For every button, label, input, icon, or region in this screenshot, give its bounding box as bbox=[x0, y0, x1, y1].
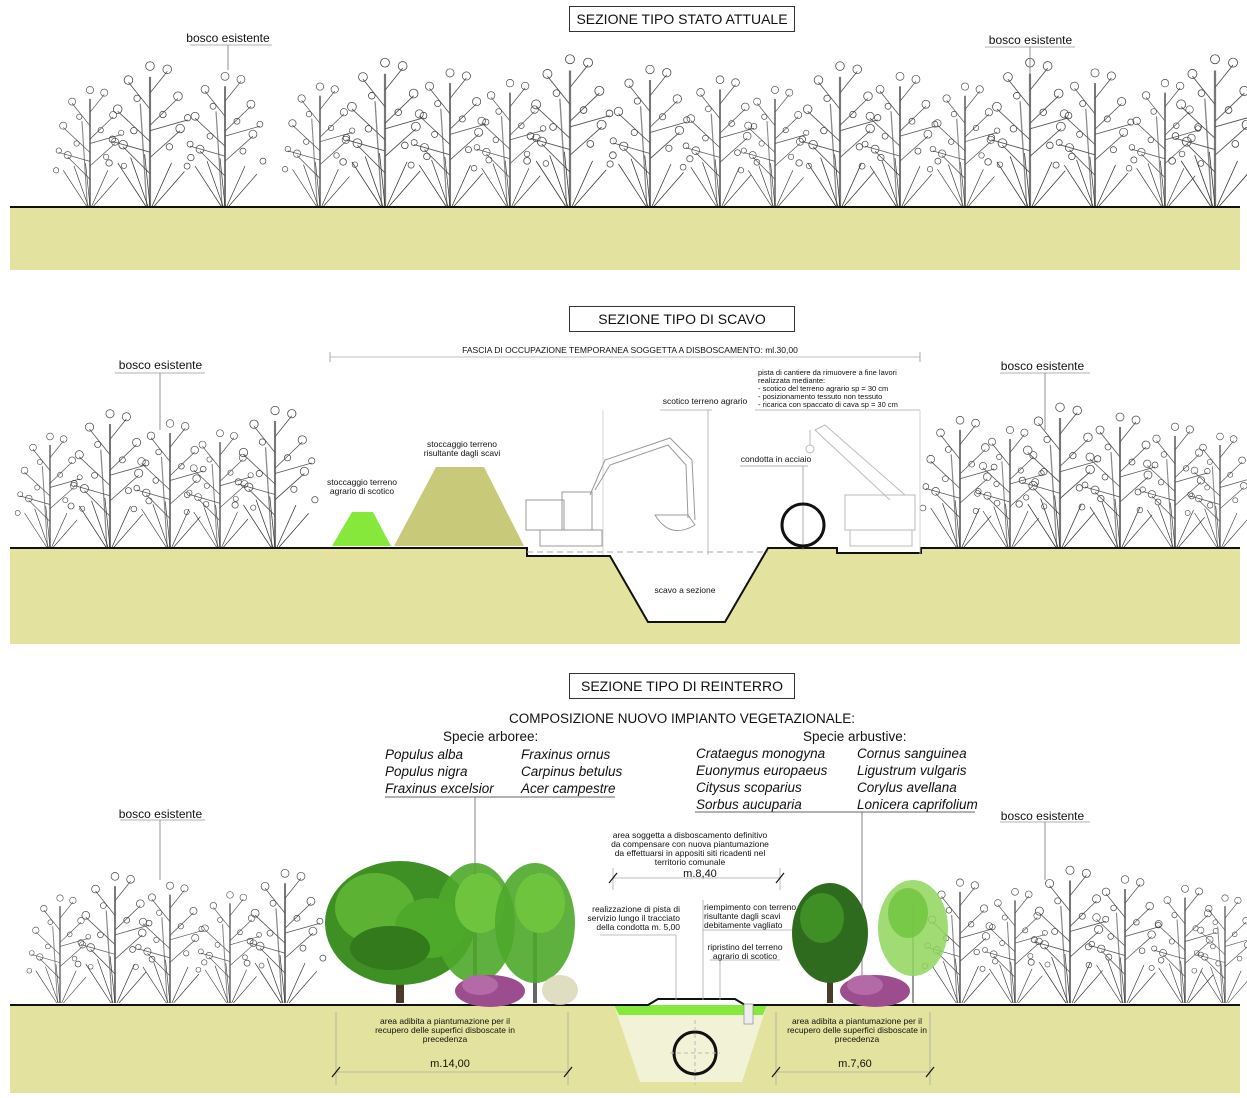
backfill-label: riempimento con terreno risultante dagli… bbox=[704, 902, 797, 930]
temporary-track-label: pista di cantiere da rimuovere a fine la… bbox=[758, 368, 898, 409]
existing-tree bbox=[605, 64, 695, 208]
existing-tree bbox=[794, 60, 886, 208]
existing-tree bbox=[1078, 412, 1162, 548]
crane bbox=[805, 424, 916, 547]
planted-tree-light bbox=[878, 880, 948, 1003]
tree-species-col2: Fraxinus ornus Carpinus betulus Acer cam… bbox=[521, 747, 623, 796]
definitive-clearing-label: area soggetta a disboscamento definitivo… bbox=[611, 830, 769, 867]
existing-tree bbox=[522, 53, 618, 208]
existing-tree bbox=[132, 881, 208, 1004]
existing-tree bbox=[281, 81, 359, 207]
restored-topsoil bbox=[614, 1005, 767, 1015]
section-1-ground bbox=[10, 207, 1240, 270]
existing-tree bbox=[183, 71, 267, 207]
forest-label-left: bosco esistente bbox=[186, 31, 270, 45]
shrub-species-col2: Cornus sanguinea Ligustrum vulgaris Cory… bbox=[857, 746, 978, 812]
excavator bbox=[525, 437, 696, 547]
existing-tree bbox=[979, 887, 1051, 1004]
shrub-species-col1: Crataegus monogyna Euonymus europaeus Ci… bbox=[696, 746, 828, 812]
section-1-title: SEZIONE TIPO STATO ATTUALE bbox=[569, 6, 795, 32]
existing-tree bbox=[74, 871, 156, 1004]
section-3-trees bbox=[26, 865, 1247, 1005]
existing-tree bbox=[407, 67, 493, 208]
planting-area-right-label: area adibita a piantumazione per il recu… bbox=[787, 1016, 927, 1044]
existing-tree bbox=[130, 418, 210, 548]
spoil-heap bbox=[394, 467, 524, 546]
section-2-trees bbox=[14, 401, 1247, 549]
existing-tree bbox=[52, 85, 128, 207]
section-2-title: SEZIONE TIPO DI SCAVO bbox=[569, 306, 795, 332]
shrub-species-header: Specie arbustive: bbox=[803, 729, 907, 744]
existing-tree bbox=[1052, 67, 1138, 208]
forest-label-right: bosco esistente bbox=[988, 33, 1073, 47]
section-2-ground bbox=[10, 548, 1240, 644]
topsoil-stripping-label: scotico terreno agrario bbox=[662, 396, 748, 406]
section-1-trees bbox=[52, 53, 1247, 208]
planting-width-right: m.7,60 bbox=[838, 1058, 872, 1070]
planting-width-left: m.14,00 bbox=[430, 1058, 470, 1070]
topsoil-heap bbox=[332, 512, 391, 546]
existing-tree bbox=[919, 415, 1001, 548]
existing-tree bbox=[1184, 432, 1247, 548]
planted-shrub bbox=[455, 975, 525, 1007]
steel-pipe-label: condotta in acciaio bbox=[740, 454, 812, 464]
steel-pipe bbox=[780, 502, 826, 548]
existing-tree bbox=[243, 868, 327, 1004]
planted-tree-dark bbox=[792, 883, 868, 1003]
existing-tree bbox=[195, 890, 265, 1004]
occupation-band-label: FASCIA DI OCCUPAZIONE TEMPORANEA SOGGETT… bbox=[462, 345, 798, 355]
existing-tree bbox=[1014, 401, 1106, 549]
existing-tree bbox=[1027, 865, 1113, 1005]
forest-label-left: bosco esistente bbox=[118, 807, 203, 821]
forest-label-left: bosco esistente bbox=[118, 358, 203, 372]
definitive-width: m.8,40 bbox=[683, 868, 717, 880]
existing-tree bbox=[338, 57, 432, 208]
existing-tree bbox=[26, 893, 94, 1004]
tree-species-col1: Populus alba Populus nigra Fraxinus exce… bbox=[385, 747, 494, 796]
service-track-label: realizzazione di pista di servizio lungo… bbox=[587, 904, 680, 932]
existing-tree bbox=[679, 74, 761, 207]
section-3-ground bbox=[10, 1005, 1240, 1093]
existing-tree bbox=[1167, 53, 1247, 208]
existing-tree bbox=[926, 81, 1004, 207]
existing-tree bbox=[1191, 893, 1247, 1004]
planted-shrub bbox=[840, 975, 910, 1007]
trench-label: scavo a sezione bbox=[654, 585, 716, 595]
composition-title: COMPOSIZIONE NUOVO IMPIANTO VEGETAZIONAL… bbox=[509, 711, 856, 726]
forest-label-right: bosco esistente bbox=[1000, 359, 1085, 373]
topsoil-restore-label: ripristino del terreno agrario di scotic… bbox=[707, 942, 783, 961]
backfill-trench bbox=[614, 1005, 767, 1082]
existing-tree bbox=[737, 85, 813, 207]
existing-tree bbox=[14, 432, 86, 548]
planting-area-left-label: area adibita a piantumazione per il recu… bbox=[375, 1016, 515, 1044]
tree-species-header: Specie arboree: bbox=[443, 729, 539, 744]
forest-label-right: bosco esistente bbox=[1000, 809, 1085, 823]
existing-tree bbox=[66, 408, 154, 549]
existing-tree bbox=[230, 405, 320, 549]
existing-tree bbox=[858, 71, 942, 207]
section-3-title: SEZIONE TIPO DI REINTERRO bbox=[569, 673, 795, 699]
